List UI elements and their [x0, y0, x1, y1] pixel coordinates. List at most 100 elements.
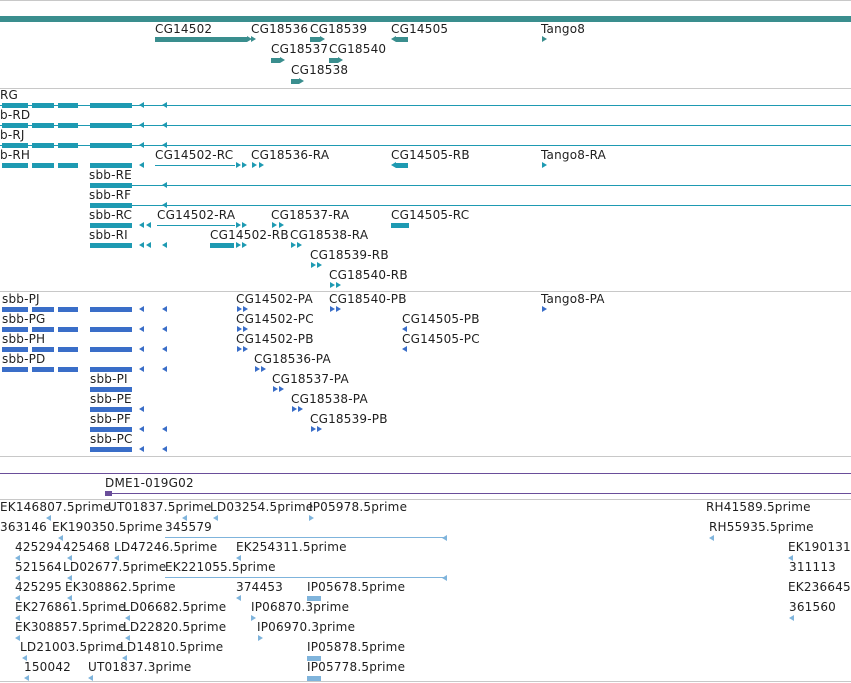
protein-label[interactable]: sbb-PG	[2, 312, 46, 326]
transcript-exon[interactable]	[32, 163, 54, 168]
protein-exon[interactable]	[90, 447, 132, 452]
transcript-label[interactable]: RG	[0, 88, 19, 102]
est-label[interactable]: LD47246.5prime	[114, 540, 218, 554]
est-label[interactable]: EK236645	[788, 580, 851, 594]
protein-label[interactable]: sbb-PJ	[2, 292, 40, 306]
transcript-label[interactable]: CG18538-RA	[290, 228, 369, 242]
gene-label[interactable]: CG18539	[310, 22, 368, 36]
protein-exon[interactable]	[90, 427, 132, 432]
protein-exon[interactable]	[90, 347, 132, 352]
transcript-exon[interactable]	[2, 143, 28, 148]
transcript-exon[interactable]	[210, 243, 234, 248]
est-label[interactable]: EK146807.5prime	[0, 500, 111, 514]
gene-span-bar[interactable]	[0, 16, 851, 22]
protein-label[interactable]: sbb-PE	[90, 392, 132, 406]
protein-label[interactable]: CG18538-PA	[291, 392, 368, 406]
est-label[interactable]: IP06870.3prime	[251, 600, 350, 614]
transcript-label[interactable]: sbb-RI	[89, 228, 128, 242]
gene-label[interactable]: CG18540	[329, 42, 387, 56]
transcript-exon[interactable]	[2, 103, 28, 108]
transcript-exon[interactable]	[391, 223, 409, 228]
transcript-label[interactable]: CG14502-RC	[155, 148, 234, 162]
clone-label[interactable]: DME1-019G02	[105, 476, 194, 490]
transcript-exon[interactable]	[2, 163, 28, 168]
protein-exon[interactable]	[32, 347, 54, 352]
protein-exon[interactable]	[90, 407, 132, 412]
est-label[interactable]: 345579	[165, 520, 213, 534]
transcript-label[interactable]: b-RH	[0, 148, 31, 162]
gene-feature[interactable]	[396, 37, 408, 42]
protein-exon[interactable]	[32, 367, 54, 372]
est-label[interactable]: EK190350.5prime	[52, 520, 163, 534]
protein-label[interactable]: sbb-PH	[2, 332, 46, 346]
transcript-label[interactable]: CG18539-RB	[310, 248, 389, 262]
gene-label[interactable]: CG18536	[251, 22, 309, 36]
est-label[interactable]: EK254311.5prime	[236, 540, 347, 554]
transcript-label[interactable]: b-RJ	[0, 128, 25, 142]
est-label[interactable]: LD03254.5prime	[210, 500, 314, 514]
protein-exon[interactable]	[90, 327, 132, 332]
protein-exon[interactable]	[32, 327, 54, 332]
gene-label[interactable]: Tango8	[541, 22, 586, 36]
protein-label[interactable]: Tango8-PA	[541, 292, 605, 306]
transcript-label[interactable]: CG14502-RB	[210, 228, 289, 242]
transcript-exon[interactable]	[90, 103, 132, 108]
transcript-exon[interactable]	[32, 103, 54, 108]
est-label[interactable]: RH55935.5prime	[709, 520, 814, 534]
transcript-exon[interactable]	[58, 163, 78, 168]
protein-label[interactable]: CG14502-PB	[236, 332, 314, 346]
transcript-exon[interactable]	[396, 163, 408, 168]
protein-exon[interactable]	[2, 307, 28, 312]
protein-label[interactable]: CG14505-PC	[402, 332, 480, 346]
protein-exon[interactable]	[90, 367, 132, 372]
est-label[interactable]: 363146	[0, 520, 48, 534]
est-label[interactable]: LD02677.5prime	[63, 560, 167, 574]
transcript-label[interactable]: sbb-RE	[89, 168, 132, 182]
est-label[interactable]: LD14810.5prime	[120, 640, 224, 654]
protein-label[interactable]: CG18539-PB	[310, 412, 388, 426]
est-label[interactable]: LD21003.5prime	[20, 640, 124, 654]
transcript-label[interactable]: CG14502-RA	[157, 208, 236, 222]
protein-exon[interactable]	[90, 307, 132, 312]
est-label[interactable]: 374453	[236, 580, 284, 594]
est-label[interactable]: IP05678.5prime	[307, 580, 406, 594]
gene-feature[interactable]	[329, 58, 338, 63]
est-label[interactable]: RH41589.5prime	[706, 500, 811, 514]
transcript-exon[interactable]	[58, 143, 78, 148]
gene-label[interactable]: CG18537	[271, 42, 329, 56]
transcript-label[interactable]: CG14505-RC	[391, 208, 470, 222]
est-label[interactable]: 521564	[15, 560, 63, 574]
est-label[interactable]: LD06682.5prime	[123, 600, 227, 614]
clone-feature[interactable]	[105, 491, 112, 496]
est-label[interactable]: IP05778.5prime	[307, 660, 406, 674]
transcript-exon[interactable]	[58, 103, 78, 108]
protein-label[interactable]: CG18540-PB	[329, 292, 407, 306]
protein-label[interactable]: sbb-PF	[90, 412, 132, 426]
est-label[interactable]: 425294	[15, 540, 63, 554]
est-feature[interactable]	[307, 656, 321, 661]
est-label[interactable]: 425295	[15, 580, 63, 594]
gene-feature[interactable]	[291, 79, 299, 84]
protein-label[interactable]: CG18537-PA	[272, 372, 349, 386]
transcript-exon[interactable]	[58, 123, 78, 128]
est-label[interactable]: LD22820.5prime	[123, 620, 227, 634]
transcript-exon[interactable]	[32, 143, 54, 148]
gene-label[interactable]: CG14505	[391, 22, 449, 36]
protein-exon[interactable]	[58, 327, 78, 332]
transcript-label[interactable]: CG18537-RA	[271, 208, 350, 222]
est-label[interactable]: EK190131	[788, 540, 851, 554]
transcript-exon[interactable]	[90, 163, 132, 168]
transcript-label[interactable]: CG18540-RB	[329, 268, 408, 282]
est-label[interactable]: EK276861.5prime	[15, 600, 126, 614]
transcript-label[interactable]: CG14505-RB	[391, 148, 470, 162]
protein-exon[interactable]	[58, 367, 78, 372]
gene-feature[interactable]	[310, 37, 320, 42]
protein-label[interactable]: sbb-PC	[90, 432, 133, 446]
protein-exon[interactable]	[2, 367, 28, 372]
est-label[interactable]: IP05878.5prime	[307, 640, 406, 654]
transcript-exon[interactable]	[90, 243, 132, 248]
transcript-exon[interactable]	[90, 123, 132, 128]
transcript-exon[interactable]	[2, 123, 28, 128]
protein-label[interactable]: sbb-PI	[90, 372, 128, 386]
protein-label[interactable]: CG14505-PB	[402, 312, 480, 326]
